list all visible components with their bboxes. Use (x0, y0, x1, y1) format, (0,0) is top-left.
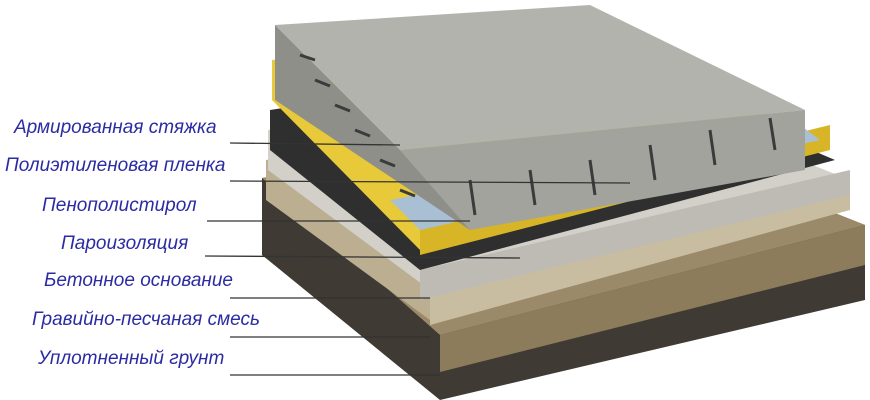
screed-front (400, 110, 805, 230)
label-polystyrene-foam: Пенополистирол (42, 195, 197, 216)
label-reinforced-screed: Армированная стяжка (14, 117, 217, 138)
label-vapor-barrier: Пароизоляция (61, 233, 189, 254)
screed-side (275, 25, 470, 230)
label-polyethylene-film: Полиэтиленовая пленка (5, 155, 226, 176)
label-gravel-sand-mix: Гравийно-песчаная смесь (32, 309, 260, 330)
base-concrete-front (420, 170, 850, 300)
gravel-front (430, 190, 850, 325)
screed-top (275, 5, 805, 150)
soil-front-upper (440, 225, 865, 372)
rebar-ends (299, 53, 777, 216)
label-concrete-base: Бетонное основание (44, 270, 233, 291)
label-compacted-soil: Уплотненный грунт (38, 348, 225, 369)
leader-lines (204, 142, 631, 376)
